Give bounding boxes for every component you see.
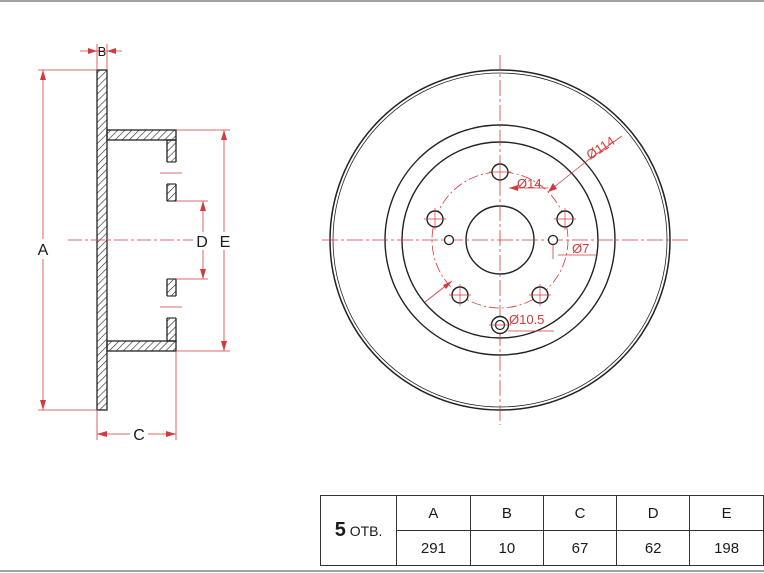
holes-unit: ОТВ. [349, 523, 383, 539]
header-A: A [396, 495, 471, 531]
header-B: B [469, 495, 544, 531]
dim-label-A: A [38, 242, 49, 259]
small-hole [443, 234, 455, 246]
center-hole-label: Ø14 [517, 176, 542, 191]
section-view [68, 69, 208, 411]
front-annotations [424, 135, 623, 332]
value-D: 62 [616, 530, 691, 566]
front-view [322, 55, 688, 425]
holes-count: 5 [334, 519, 346, 541]
value-B: 10 [469, 530, 544, 566]
small-hole-label: Ø7 [572, 241, 589, 256]
value-E: 198 [689, 530, 764, 566]
value-A: 291 [396, 530, 471, 566]
section-hat-top [106, 129, 177, 141]
header-E: E [689, 495, 764, 531]
header-C: C [542, 495, 618, 531]
table-header-row: 5 ОТВ. A B C D E [319, 495, 764, 566]
holes-count-cell: 5 ОТВ. [319, 495, 398, 566]
pcd-label: Ø114 [583, 133, 617, 162]
section-dimensions [38, 44, 230, 440]
small-holes [443, 234, 559, 246]
dim-label-B: B [98, 44, 107, 59]
small-hole [547, 234, 559, 246]
dimensions-table: 5 ОТВ. A B C D E 291 10 67 62 198 [319, 495, 764, 566]
dim-label-D: D [196, 234, 208, 251]
bolt-hole-label: Ø10.5 [509, 312, 544, 327]
dim-label-C: C [133, 427, 145, 444]
section-hat-bottom [106, 340, 177, 352]
value-C: 67 [542, 530, 618, 566]
dim-label-E: E [220, 234, 231, 251]
header-D: D [616, 495, 691, 531]
table-value-row: 291 10 67 62 198 [321, 530, 764, 566]
